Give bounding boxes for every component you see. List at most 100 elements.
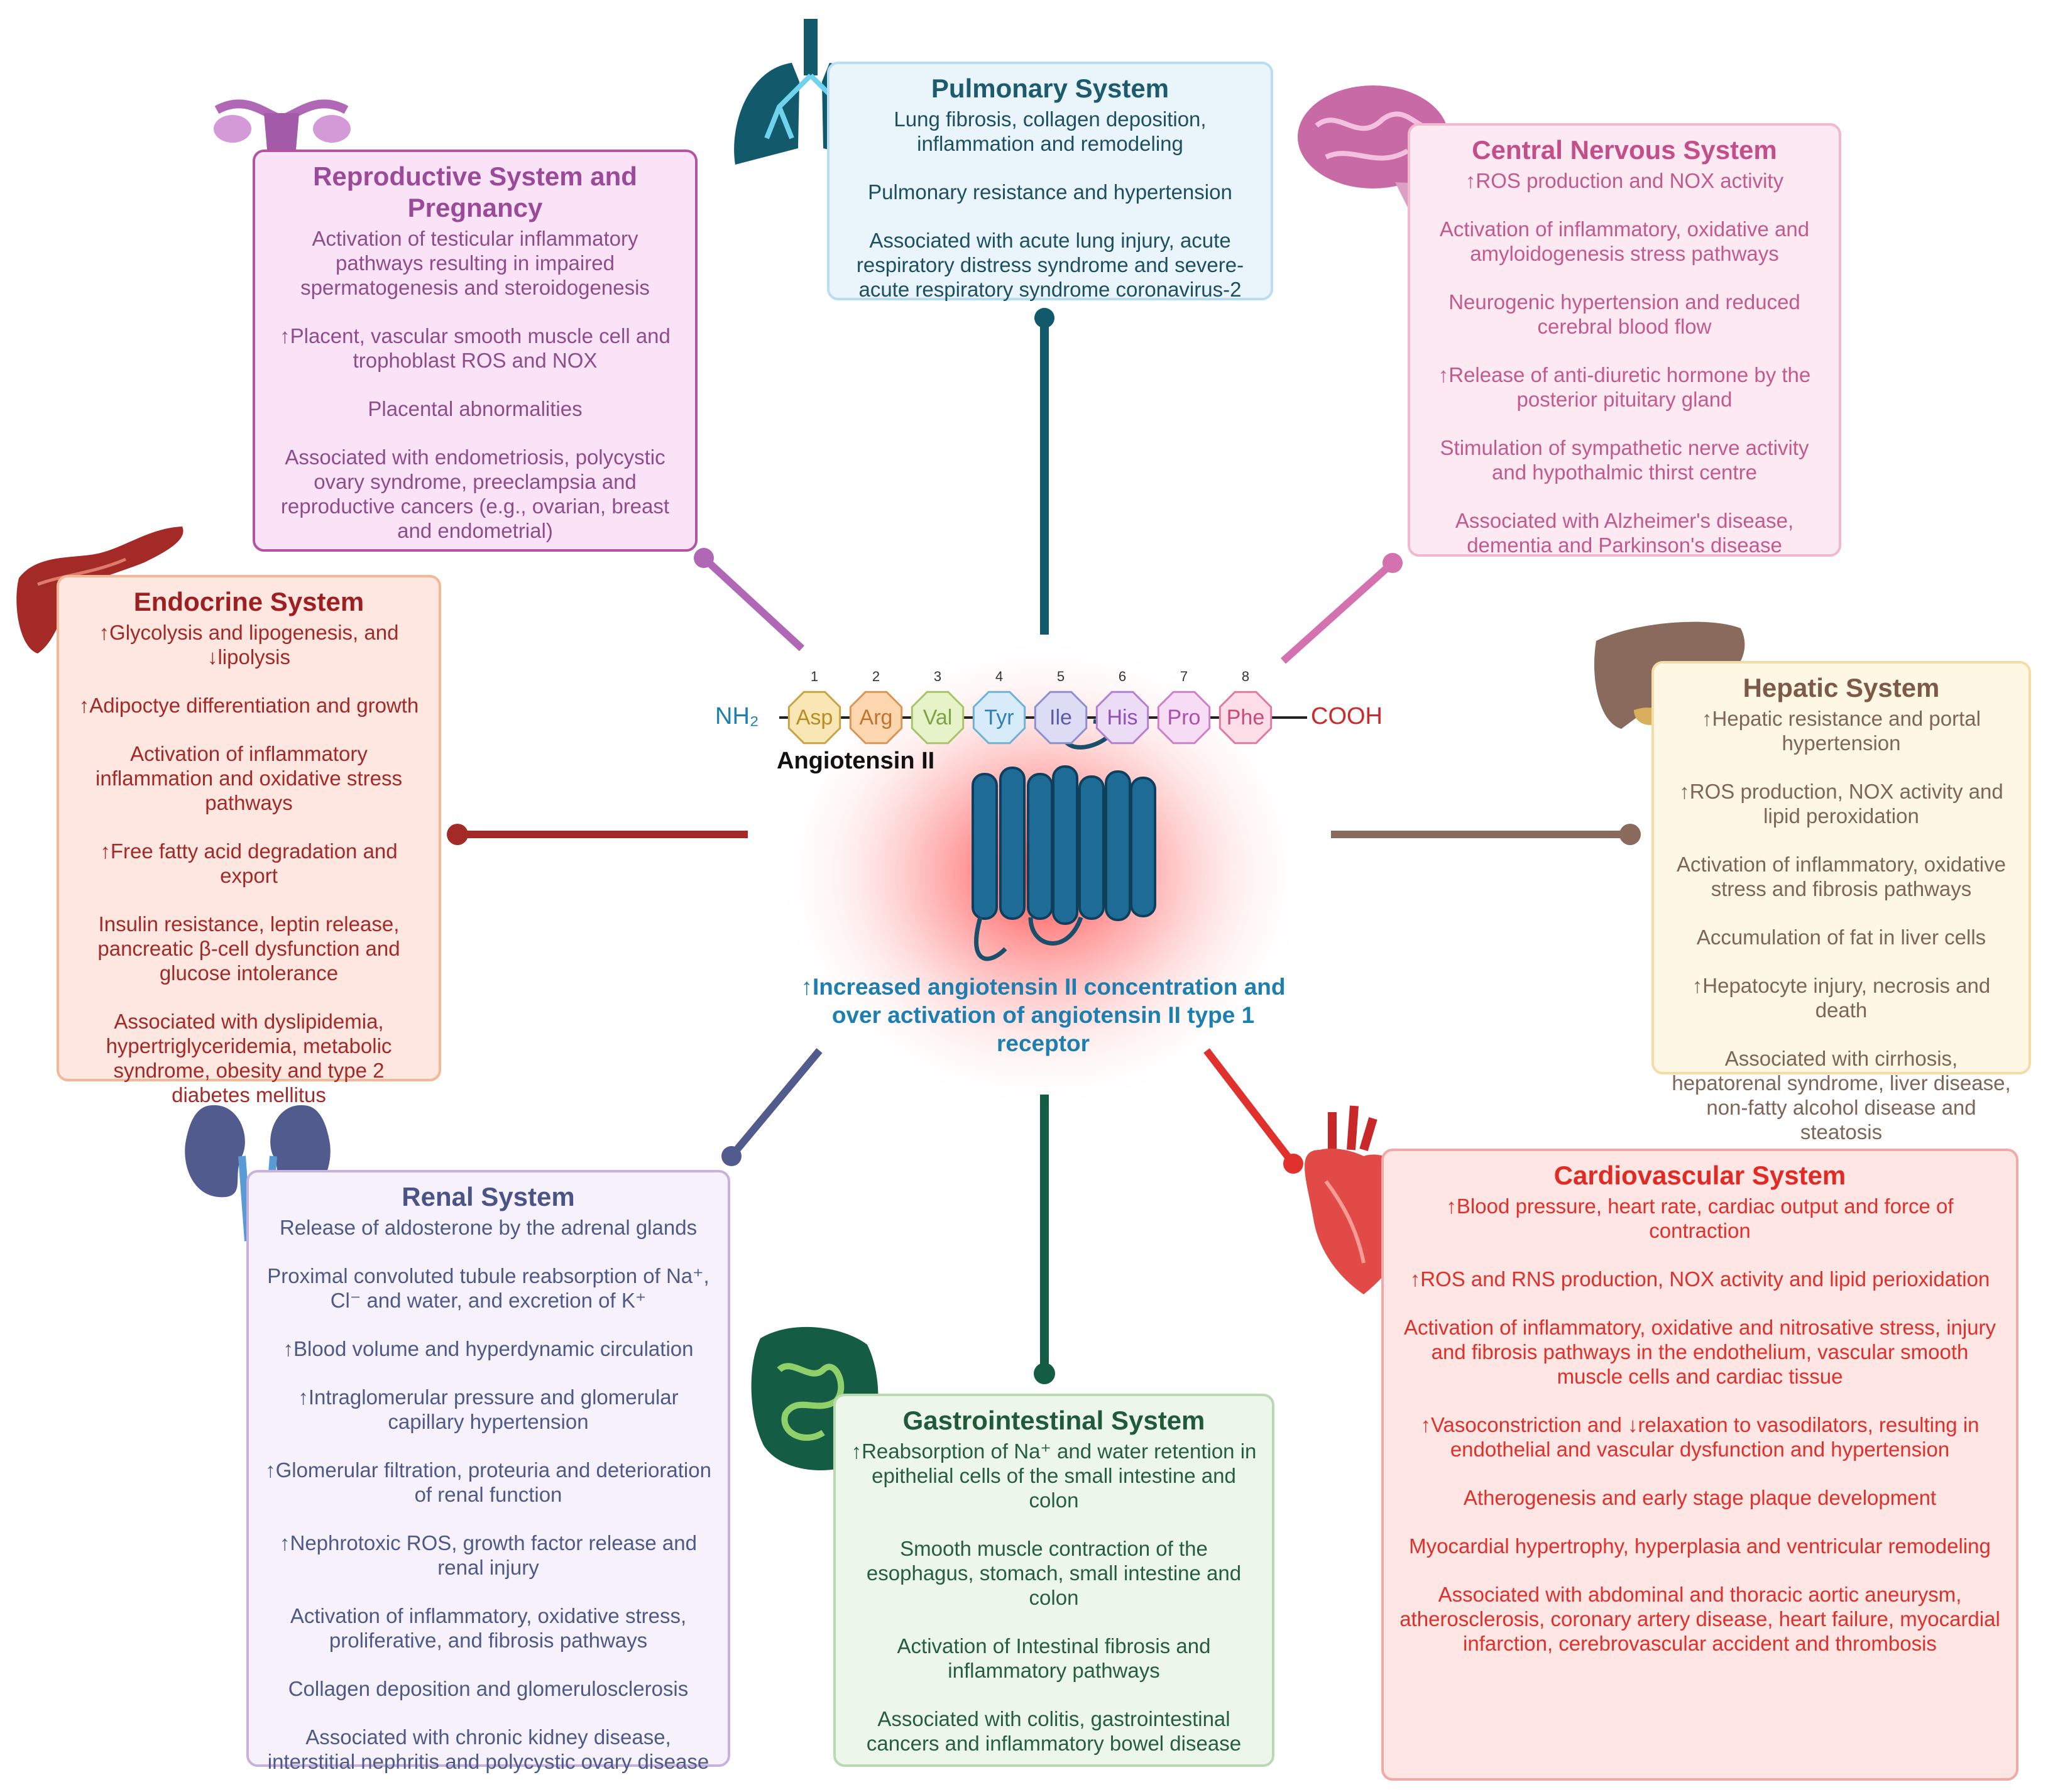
connector-gi: [1034, 1095, 1055, 1384]
effect-item: Associated with acute lung injury, acute…: [856, 229, 1244, 301]
effect-item: Activation of inflammatory, oxidative st…: [1677, 853, 2006, 900]
effect-item: Pulmonary resistance and hypertension: [868, 180, 1232, 204]
effect-item: ↑Free fatty acid degradation and export: [100, 839, 398, 887]
residue-label-pro: Pro: [1167, 706, 1201, 729]
effect-item: Insulin resistance, leptin release, panc…: [97, 912, 400, 985]
residue-label-val: Val: [923, 706, 953, 729]
residue-number: 8: [1241, 669, 1250, 684]
residue-number: 6: [1118, 669, 1127, 684]
connector-renal: [721, 1048, 823, 1166]
effect-item: ↑Blood volume and hyperdynamic circulati…: [283, 1337, 694, 1360]
effect-item: ↑Glomerular filtration, proteuria and de…: [265, 1458, 711, 1506]
effect-item: Collagen deposition and glomeruloscleros…: [288, 1677, 689, 1700]
residue-label-his: His: [1107, 706, 1138, 729]
effect-item: Associated with colitis, gastrointestina…: [866, 1707, 1242, 1755]
effect-item: Associated with Alzheimer's disease, dem…: [1455, 509, 1794, 557]
effect-item: ↑ROS production, NOX activity and lipid …: [1679, 780, 2003, 828]
reproductive-effects: Activation of testicular inflammatory pa…: [270, 226, 680, 543]
residue-label-tyr: Tyr: [984, 706, 1014, 729]
connector-repro: [694, 548, 805, 652]
endocrine-effects: ↑Glycolysis and lipogenesis, and ↓lipoly…: [74, 620, 424, 1107]
connector-cns: [1280, 553, 1403, 664]
effect-item: ↑Nephrotoxic ROS, growth factor release …: [280, 1531, 697, 1579]
residue-label-asp: Asp: [796, 706, 833, 729]
effect-item: ↑Vasoconstriction and ↓relaxation to vas…: [1420, 1413, 1980, 1461]
n-terminal-label: NH₂: [715, 703, 759, 730]
effect-item: Associated with endometriosis, polycysti…: [280, 445, 670, 542]
c-terminal-text: COOH: [1311, 703, 1383, 729]
gastrointestinal-title: Gastrointestinal System: [902, 1406, 1205, 1435]
c-terminal-label: COOH: [1311, 703, 1383, 730]
endocrine-title: Endocrine System: [133, 587, 364, 616]
residue-octagon-asp: [787, 691, 841, 745]
effect-item: Associated with chronic kidney disease, …: [267, 1725, 709, 1773]
residue-octagon-tyr: [972, 691, 1026, 745]
effect-item: Atherogenesis and early stage plaque dev…: [1463, 1486, 1937, 1509]
central-statement: ↑Increased angiotensin II concentration …: [801, 974, 1286, 1056]
residue-octagon-ile: [1034, 691, 1088, 745]
reproductive-title: Reproductive System and Pregnancy: [313, 161, 637, 222]
effect-item: ↑Blood pressure, heart rate, cardiac out…: [1446, 1194, 1954, 1242]
effect-item: Activation of testicular inflammatory pa…: [300, 227, 650, 299]
residue-number: 7: [1180, 669, 1188, 684]
effect-item: Activation of Intestinal fibrosis and in…: [897, 1634, 1211, 1682]
cardiovascular-title: Cardiovascular System: [1553, 1161, 1846, 1190]
effect-item: ↑Glycolysis and lipogenesis, and ↓lipoly…: [99, 621, 399, 669]
reproductive-system-box: Reproductive System and Pregnancy Activa…: [253, 150, 698, 552]
residue-label-phe: Phe: [1226, 706, 1265, 729]
cardiovascular-system-box: Cardiovascular System ↑Blood pressure, h…: [1381, 1149, 2018, 1781]
renal-title: Renal System: [402, 1182, 575, 1211]
cardiovascular-effects: ↑Blood pressure, heart rate, cardiac out…: [1399, 1194, 2001, 1656]
effect-item: ↑ROS production and NOX activity: [1465, 169, 1784, 192]
uterus-icon: [214, 99, 351, 207]
effect-item: ↑ROS and RNS production, NOX activity an…: [1410, 1267, 1990, 1291]
residue-label-ile: Ile: [1049, 706, 1072, 729]
effect-item: ↑Reabsorption of Na⁺ and water retention…: [851, 1440, 1257, 1512]
endocrine-system-box: Endocrine System ↑Glycolysis and lipogen…: [57, 575, 441, 1106]
connector-hepatic: [1331, 824, 1641, 845]
effect-item: Associated with cirrhosis, hepatorenal s…: [1672, 1047, 2011, 1144]
peptide-name: Angiotensin II: [777, 748, 935, 774]
effect-item: ↑Hepatic resistance and portal hypertens…: [1702, 707, 1981, 755]
effect-item: Neurogenic hypertension and reduced cere…: [1448, 290, 1800, 338]
renal-effects: Release of aldosterone by the adrenal gl…: [264, 1215, 713, 1774]
residue-label-arg: Arg: [859, 706, 893, 729]
residue-number: 1: [810, 669, 819, 684]
effect-item: Lung fibrosis, collagen deposition, infl…: [894, 107, 1207, 155]
connector-pulmonary: [1034, 308, 1054, 635]
effect-item: Release of aldosterone by the adrenal gl…: [279, 1216, 698, 1239]
effect-item: Placental abnormalities: [368, 397, 583, 420]
connector-cardio: [1203, 1048, 1303, 1174]
effect-item: Stimulation of sympathetic nerve activit…: [1440, 436, 1809, 484]
cns-title: Central Nervous System: [1472, 135, 1777, 165]
effect-item: Activation of inflammatory, oxidative st…: [290, 1604, 687, 1652]
effect-item: Associated with dyslipidemia, hypertrigl…: [106, 1010, 392, 1106]
gastrointestinal-system-box: Gastrointestinal System ↑Reabsorption of…: [833, 1394, 1274, 1767]
residue-octagon-his: [1095, 691, 1149, 745]
pulmonary-title: Pulmonary System: [931, 74, 1169, 103]
renal-system-box: Renal System Release of aldosterone by t…: [246, 1170, 730, 1773]
cns-box: Central Nervous System ↑ROS production a…: [1408, 123, 1841, 557]
effect-item: ↑Adipoctye differentiation and growth: [79, 694, 419, 717]
effect-item: ↑Hepatocyte injury, necrosis and death: [1692, 974, 1991, 1022]
pulmonary-system-box: Pulmonary System Lung fibrosis, collagen…: [827, 62, 1273, 302]
effect-item: Smooth muscle contraction of the esophag…: [866, 1537, 1242, 1609]
residue-octagon-arg: [849, 691, 903, 745]
hepatic-title: Hepatic System: [1743, 673, 1940, 702]
effect-item: Myocardial hypertrophy, hyperplasia and …: [1409, 1534, 1991, 1558]
pulmonary-effects: Lung fibrosis, collagen deposition, infl…: [845, 107, 1256, 302]
n-terminal-text: NH₂: [715, 703, 759, 729]
effect-item: Accumulation of fat in liver cells: [1696, 926, 1986, 949]
effect-item: Proximal convoluted tubule reabsorption …: [267, 1264, 709, 1312]
residue-number: 3: [933, 669, 942, 684]
effect-item: ↑Placent, vascular smooth muscle cell an…: [280, 324, 671, 372]
effect-item: ↑Intraglomerular pressure and glomerular…: [298, 1385, 679, 1433]
residue-octagon-phe: [1218, 691, 1273, 745]
hepatic-system-box: Hepatic System ↑Hepatic resistance and p…: [1651, 661, 2031, 1144]
hepatic-effects: ↑Hepatic resistance and portal hypertens…: [1669, 706, 2013, 1144]
residue-octagon-val: [911, 691, 965, 745]
residue-number: 5: [1056, 669, 1065, 684]
effect-item: Activation of inflammatory, oxidative an…: [1403, 1316, 1996, 1388]
effect-item: Activation of inflammatory inflammation …: [96, 742, 402, 814]
